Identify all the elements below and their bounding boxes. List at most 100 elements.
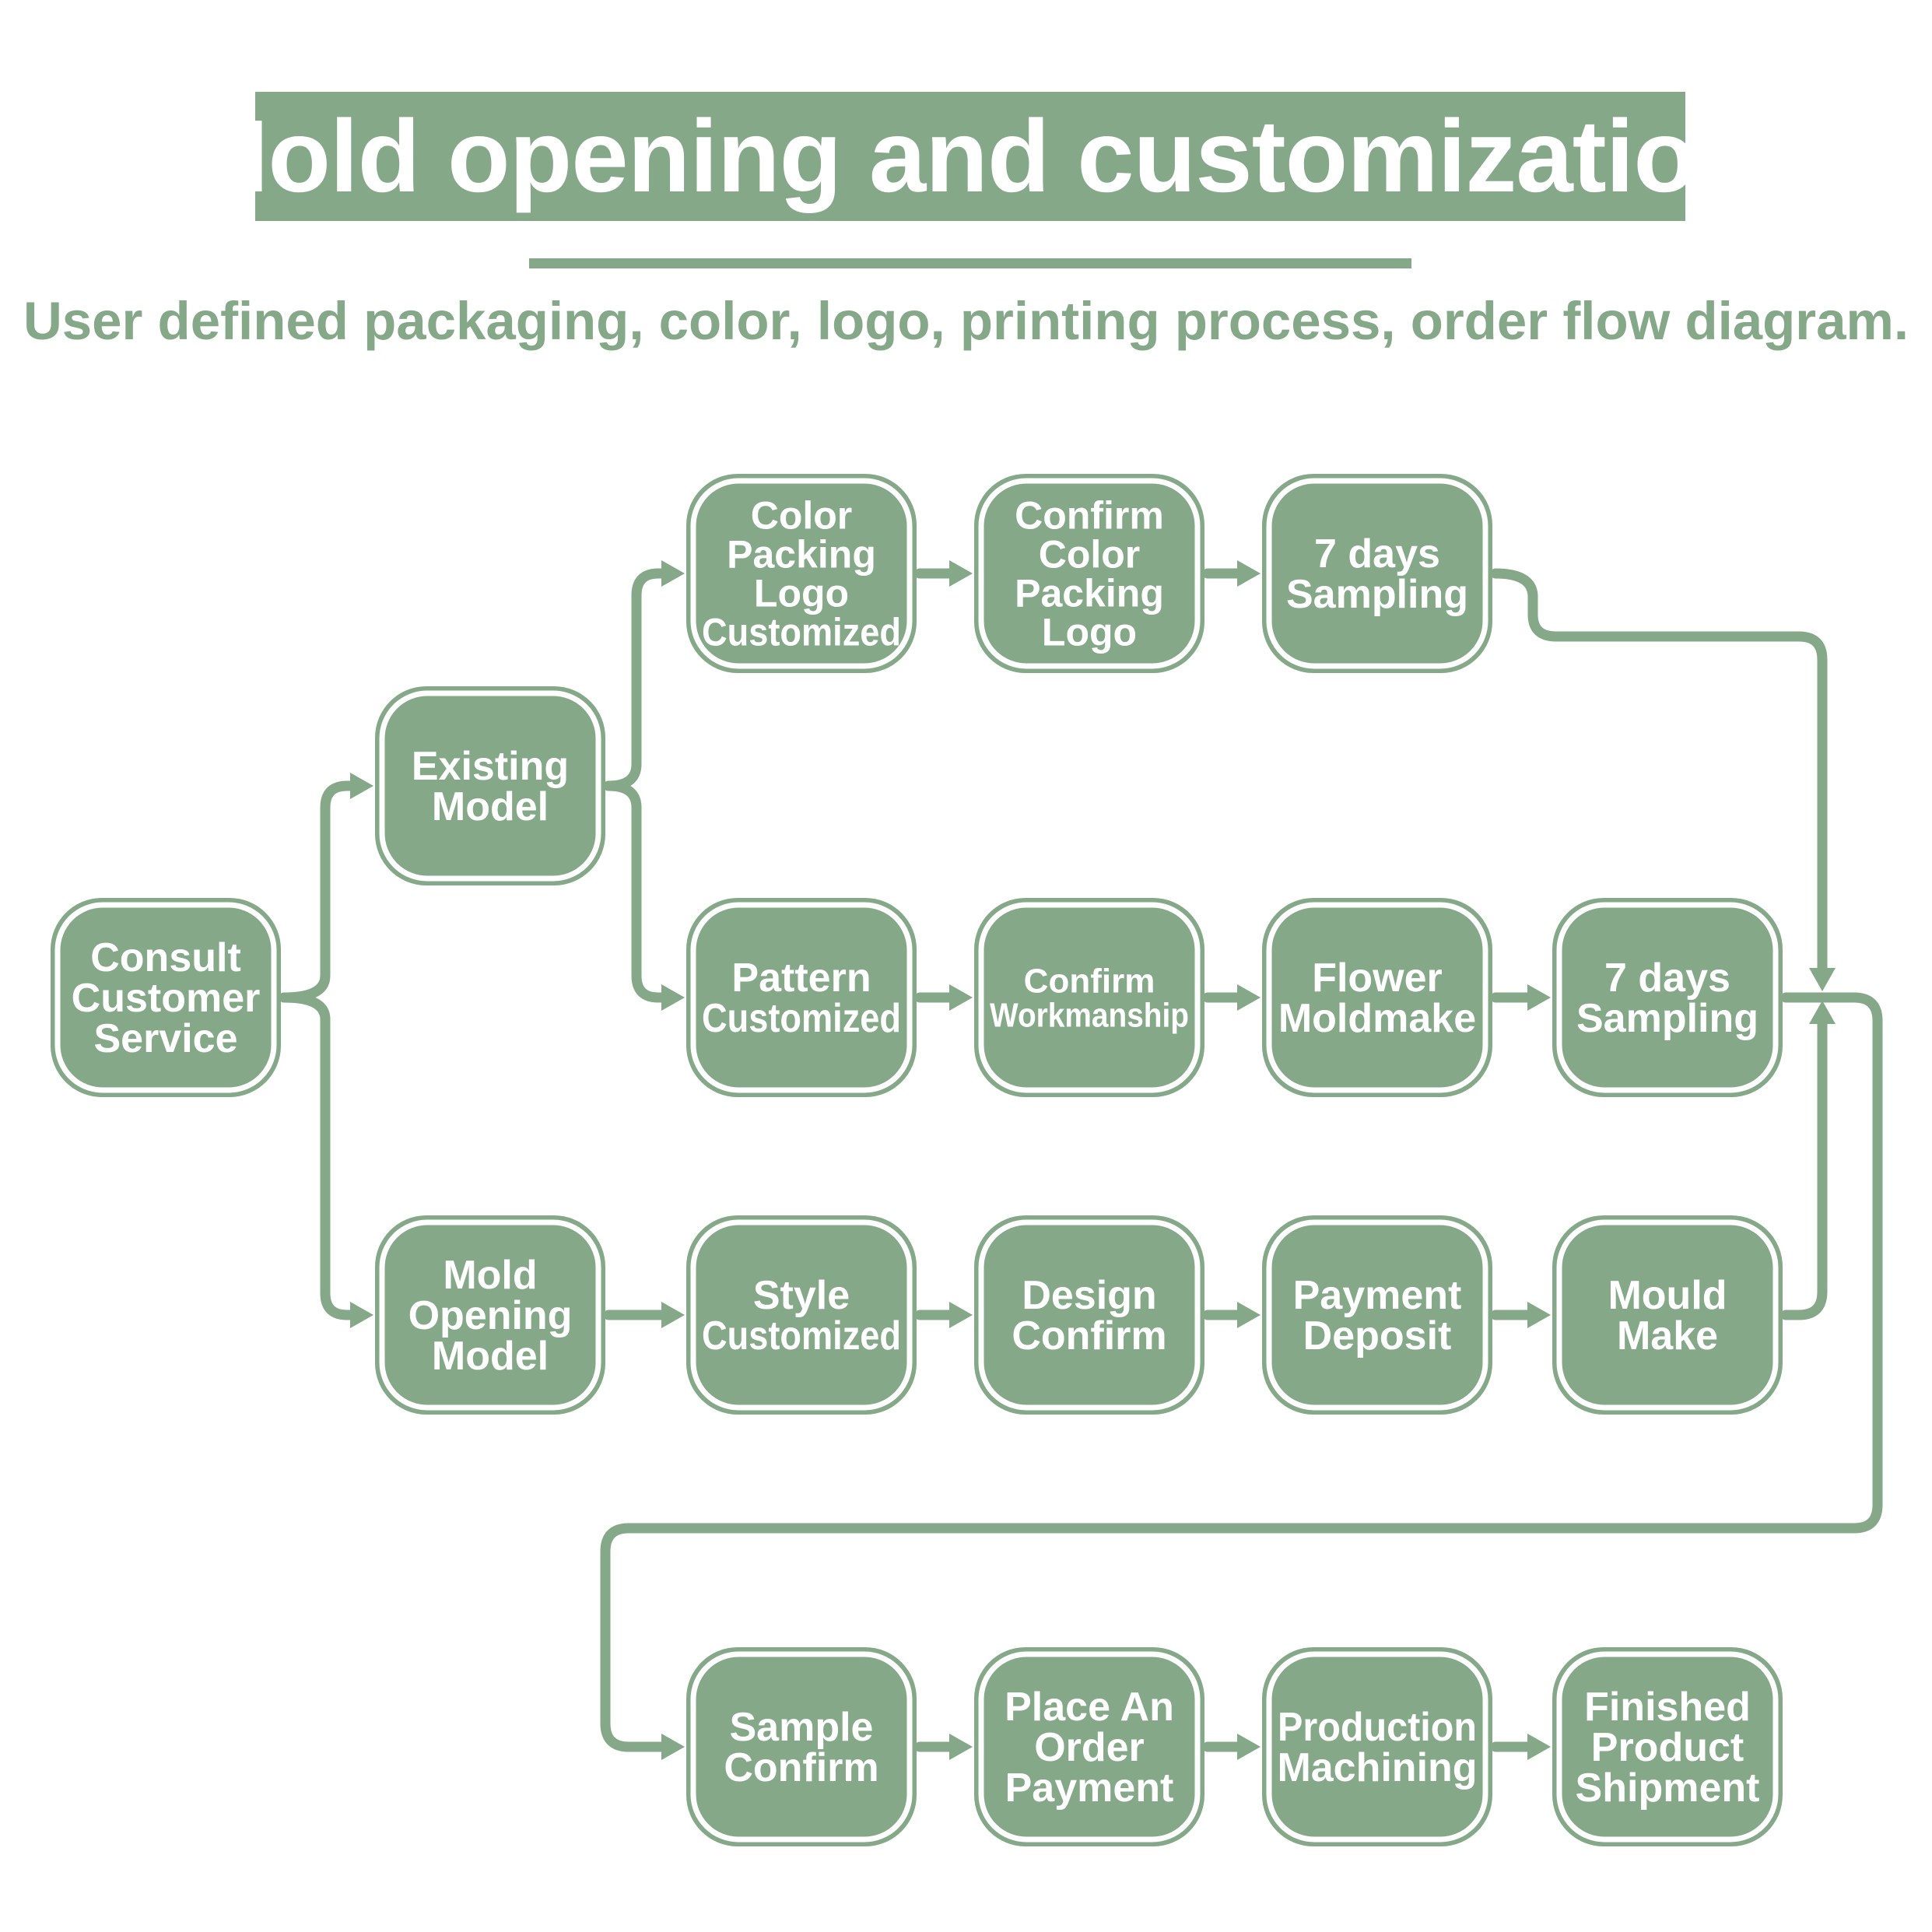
node-label-line: Logo	[754, 572, 849, 615]
connector-line	[603, 780, 673, 1003]
connector-line	[600, 992, 1883, 1752]
connector-lines	[279, 560, 1883, 1760]
connector-line	[603, 568, 673, 791]
node-label-line: 7 days	[1604, 955, 1730, 1001]
arrow-head	[661, 1302, 685, 1328]
node-label-line: Mould	[1608, 1273, 1727, 1318]
node-label-line: Packing	[1015, 572, 1164, 615]
node-label-line: Opening	[408, 1293, 573, 1338]
arrow-head	[1237, 1302, 1261, 1328]
node-label-line: Customized	[702, 1313, 901, 1359]
node-label-line: Mold	[443, 1253, 537, 1298]
node-label-line: Confirm	[1024, 962, 1155, 1000]
node-label-line: Color	[751, 494, 853, 538]
node-outer-box	[375, 1215, 605, 1415]
node-label-line: Customized	[702, 611, 901, 654]
node-inner-border	[978, 478, 1201, 669]
node-label-line: Customer	[72, 976, 261, 1021]
process-nodes: ConsultCustomerServiceExistingModelMoldO…	[51, 474, 1783, 1846]
node-label-line: Design	[1022, 1273, 1156, 1318]
node-label-line: Finished	[1584, 1685, 1751, 1730]
node-label-line: Existing	[412, 744, 569, 789]
arrow-head	[1809, 1001, 1836, 1024]
arrow-head	[1527, 1302, 1551, 1328]
arrow-head	[661, 984, 685, 1011]
node-label-line: Workmanship	[990, 996, 1189, 1034]
node-inner-border	[978, 1651, 1201, 1843]
node-label-line: Sample	[730, 1705, 874, 1750]
node-outer-box	[686, 1647, 917, 1846]
node-outer-box	[974, 474, 1204, 673]
node-outer-box	[1262, 898, 1492, 1097]
node-outer-box	[686, 474, 917, 673]
node-label-line: Payment	[1005, 1765, 1174, 1811]
arrow-head	[949, 1734, 973, 1760]
node-outer-box	[1552, 898, 1783, 1097]
node-outer-box	[1552, 1215, 1783, 1415]
node-label-line: Customized	[702, 996, 901, 1041]
node-outer-box	[1262, 1215, 1492, 1415]
node-label-line: Production	[1278, 1705, 1477, 1750]
title-banner: Mold opening and customization	[183, 92, 1758, 221]
node-inner-border	[1556, 1219, 1779, 1411]
arrow-head	[661, 560, 685, 587]
node-label-line: Product	[1591, 1725, 1744, 1770]
node-label-line: Sampling	[1286, 572, 1468, 617]
connector-line	[1780, 1017, 1828, 1320]
node-inner-border	[1266, 1219, 1488, 1411]
node-outer-box	[1262, 1647, 1492, 1846]
connector-line	[279, 992, 362, 1320]
arrow-head	[949, 560, 973, 587]
node-label-line: 7 days	[1314, 531, 1440, 577]
arrow-head	[350, 1302, 373, 1328]
node-inner-border	[690, 478, 913, 669]
title-divider	[529, 258, 1411, 268]
node-label-line: Model	[432, 1334, 549, 1379]
node-inner-border	[1556, 1651, 1779, 1843]
arrow-head	[350, 773, 373, 799]
node-inner-border	[379, 1219, 601, 1411]
page-subtitle: User defined packaging, color, logo, pri…	[23, 291, 1909, 351]
node-outer-box	[1552, 1647, 1783, 1846]
node-inner-border	[1266, 902, 1488, 1093]
node-outer-box	[51, 898, 281, 1097]
node-label-line: Style	[753, 1273, 850, 1318]
node-inner-border	[690, 902, 913, 1093]
arrow-head	[1527, 984, 1551, 1011]
node-inner-border	[379, 690, 601, 882]
node-label-line: Order	[1034, 1725, 1145, 1770]
node-label-line: Service	[93, 1016, 237, 1061]
node-label-line: Make	[1617, 1313, 1718, 1359]
node-inner-border	[690, 1651, 913, 1843]
arrow-head	[1809, 968, 1836, 991]
node-outer-box	[974, 898, 1204, 1097]
node-outer-box	[974, 1215, 1204, 1415]
arrow-head	[661, 1734, 685, 1760]
arrow-head	[1237, 1734, 1261, 1760]
node-label-line: Deposit	[1303, 1313, 1452, 1359]
arrow-head	[1527, 1734, 1551, 1760]
node-label-line: Place An	[1005, 1685, 1174, 1730]
node-label-line: Flower	[1312, 955, 1443, 1001]
connector-line	[279, 780, 362, 1003]
node-inner-border	[978, 1219, 1201, 1411]
node-outer-box	[1262, 474, 1492, 673]
node-inner-border	[1556, 902, 1779, 1093]
node-label-line: Moldmake	[1278, 996, 1476, 1041]
